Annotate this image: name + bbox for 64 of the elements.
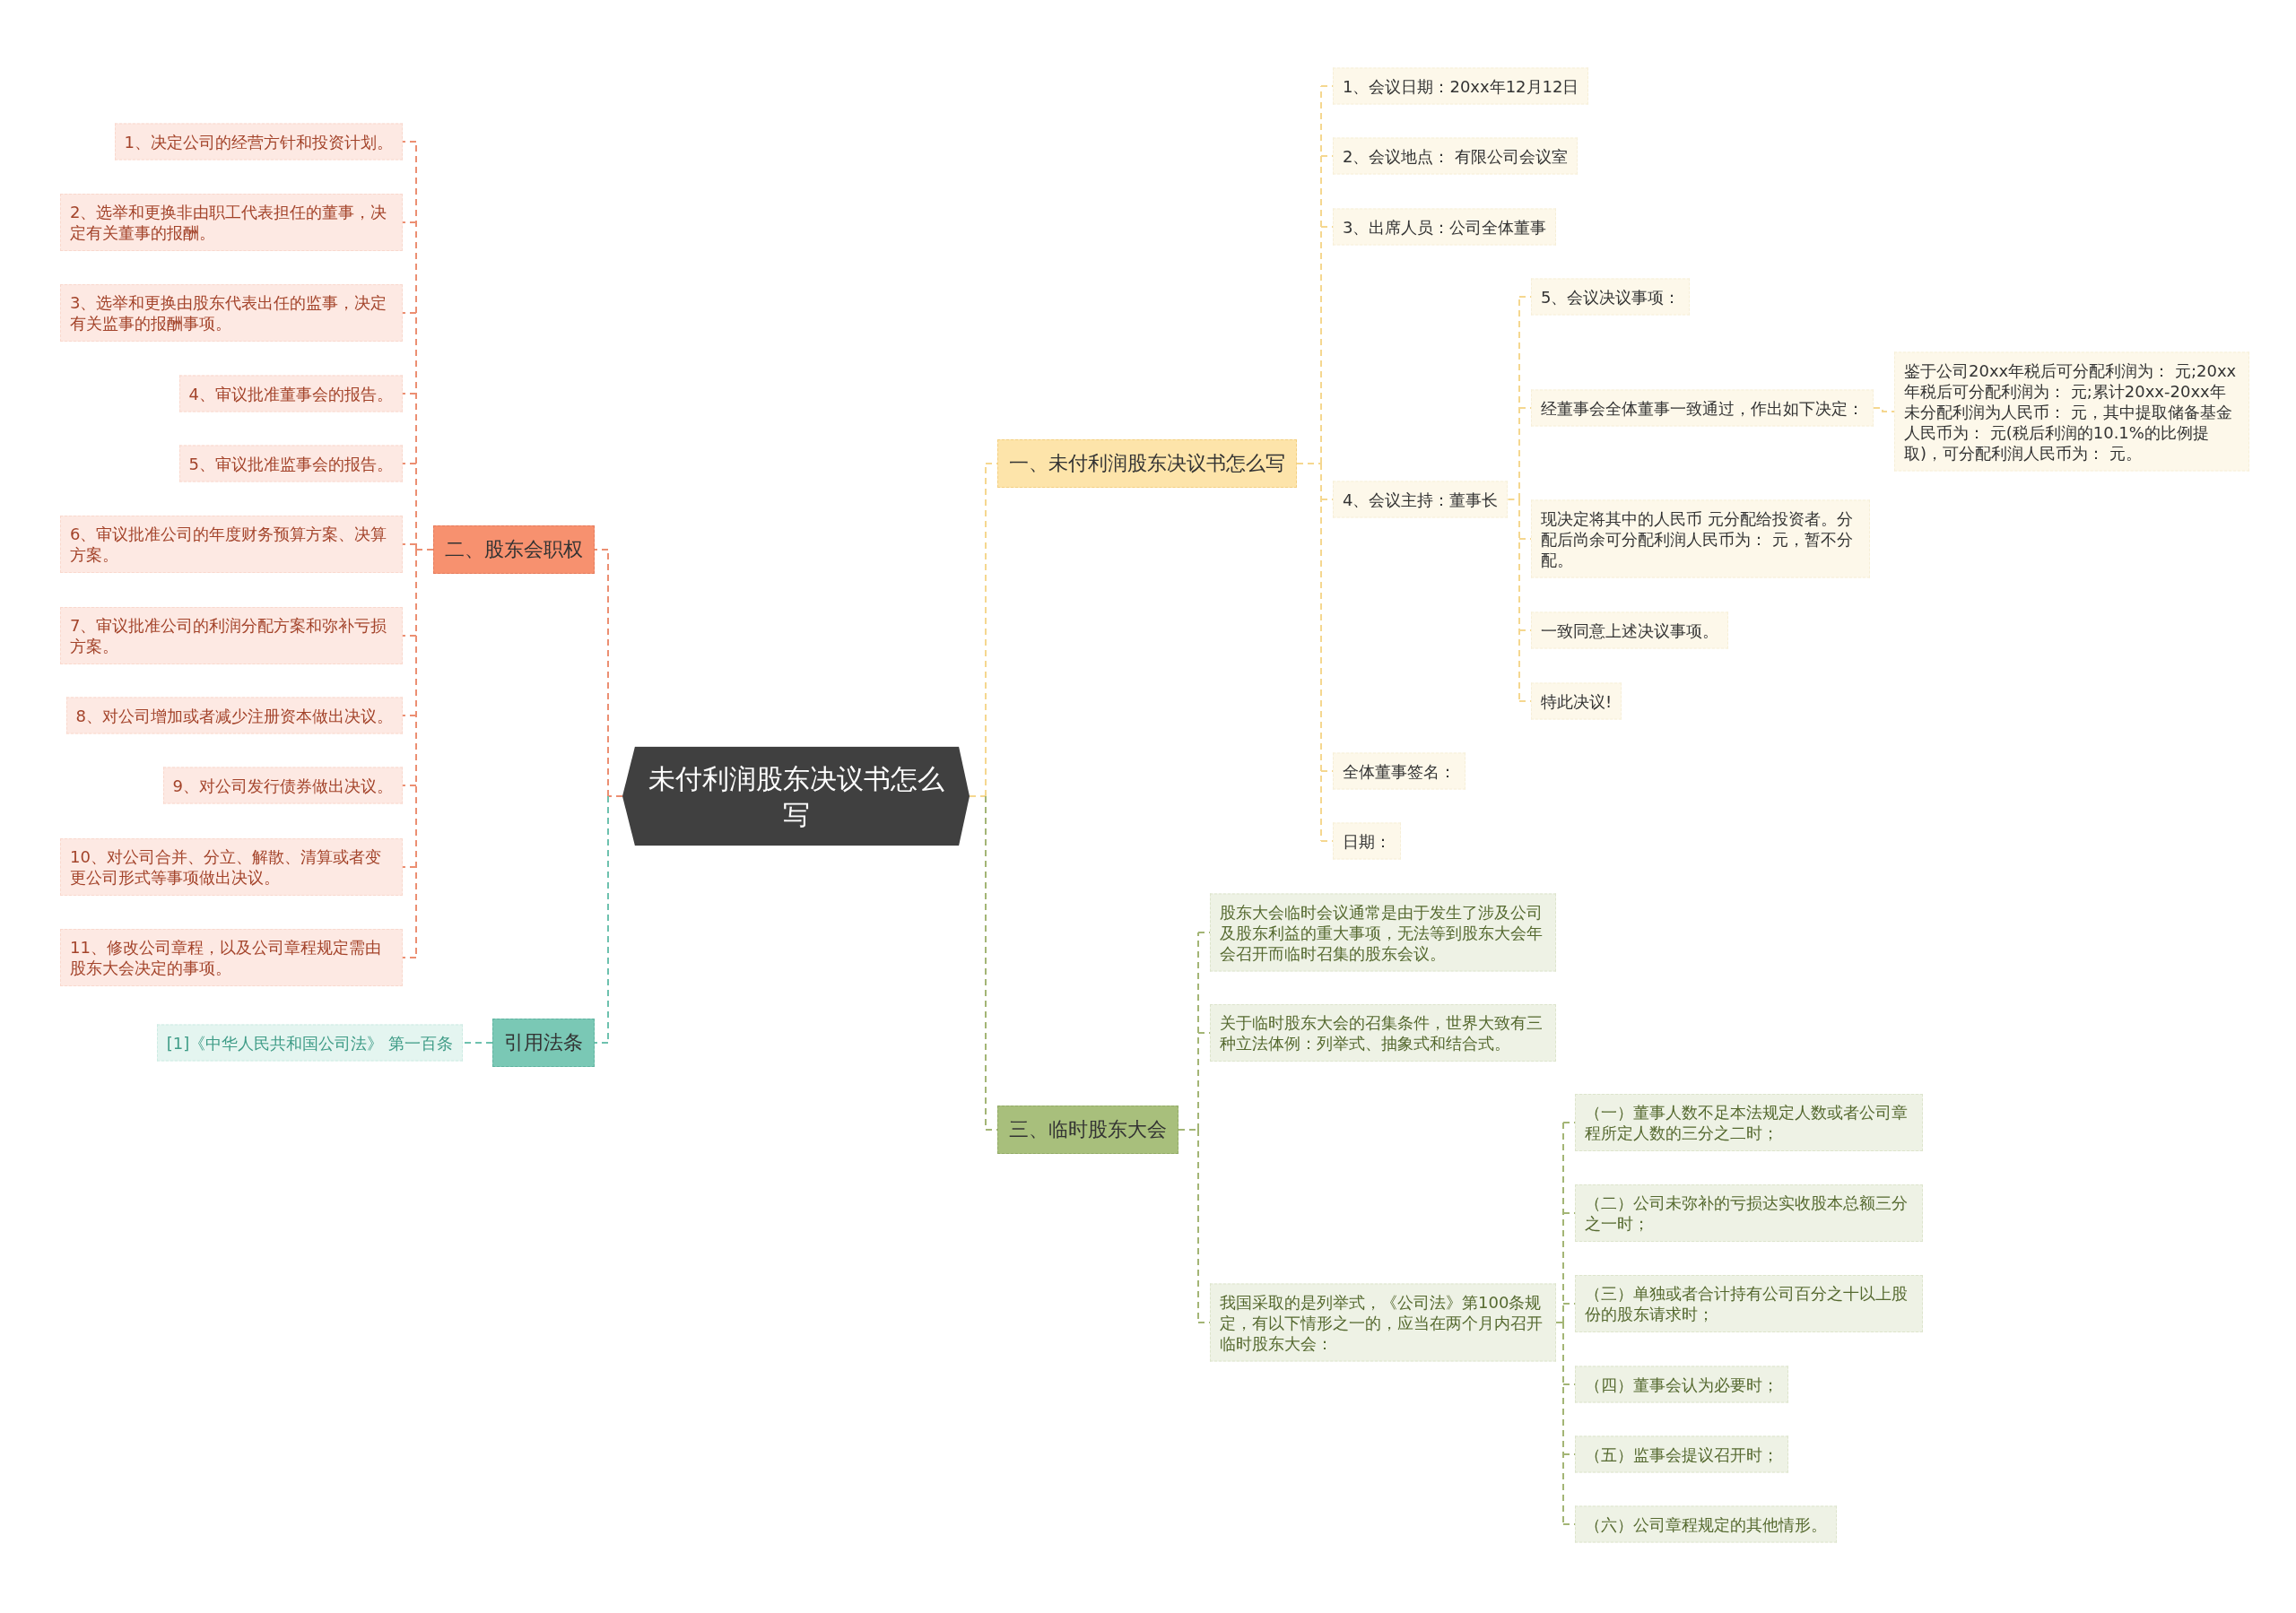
central-topic: 未付利润股东决议书怎么写 [622, 746, 970, 846]
subtopic-note: 现决定将其中的人民币 元分配给投资者。分配后尚余可分配利润人民币为： 元，暂不分配。 [1531, 499, 1870, 578]
connector-line [402, 635, 417, 637]
connector-line [462, 1042, 493, 1044]
connector-line [402, 221, 417, 223]
connector-line [1197, 932, 1199, 1131]
subtopic-note: 9、对公司发行债券做出决议。 [162, 767, 403, 804]
connector-line [1873, 407, 1895, 412]
connector-line [402, 866, 417, 868]
connector-line [402, 141, 417, 143]
connector-line [1320, 85, 1322, 464]
subtopic-note: 我国采取的是列举式，《公司法》第100条规定，有以下情形之一的，应当在两个月内召开临时股东大会： [1210, 1283, 1556, 1362]
subtopic-note: 11、修改公司章程，以及公司章程规定需由股东大会决定的事项。 [60, 929, 403, 986]
subtopic-note: 经董事会全体董事一致通过，作出如下决定： [1531, 389, 1874, 427]
subtopic-note: 10、对公司合并、分立、解散、清算或者变更公司形式等事项做出决议。 [60, 838, 403, 896]
connector-line [402, 785, 417, 786]
branch-topic: 一、未付利润股东决议书怎么写 [997, 439, 1297, 488]
subtopic-note: 1、决定公司的经营方针和投资计划。 [114, 123, 403, 160]
subtopic-note: （四）董事会认为必要时； [1575, 1366, 1788, 1403]
subtopic-note: 3、出席人员：公司全体董事 [1333, 208, 1557, 246]
citation-note: [1]《中华人民共和国公司法》 第一百条 [156, 1024, 463, 1062]
connector-line [969, 795, 987, 797]
connector-line [1555, 1322, 1564, 1323]
subtopic-note: 4、审议批准董事会的报告。 [178, 375, 403, 412]
connector-line [415, 549, 434, 551]
subtopic-note: 关于临时股东大会的召集条件，世界大致有三种立法体例：列举式、抽象式和结合式。 [1210, 1004, 1556, 1062]
subtopic-note: （二）公司未弥补的亏损达实收股本总额三分之一时； [1575, 1184, 1923, 1242]
subtopic-note: 5、审议批准监事会的报告。 [178, 445, 403, 482]
subtopic-note: 1、会议日期：20xx年12月12日 [1333, 67, 1589, 105]
subtopic-note: 全体董事签名： [1333, 752, 1465, 790]
subtopic-note: 特此决议! [1531, 682, 1622, 720]
subtopic-note: 8、对公司增加或者减少注册资本做出决议。 [65, 697, 403, 734]
subtopic-note: 6、审议批准公司的年度财务预算方案、决算方案。 [60, 516, 403, 573]
subtopic-note: 2、选举和更换非由职工代表担任的董事，决定有关董事的报酬。 [60, 194, 403, 251]
connector-line [402, 543, 417, 545]
branch-topic: 三、临时股东大会 [997, 1106, 1178, 1154]
connector-line [594, 549, 609, 551]
subtopic-note: （六）公司章程规定的其他情形。 [1575, 1505, 1837, 1543]
subtopic-note: 鉴于公司20xx年税后可分配利润为： 元;20xx年税后可分配利润为： 元;累计20xx-20xx年未分配利润为人民币： 元，其中提取储备基金人民币为： 元(税后利润的10.1%的比例提取)，可分配利润人民币为： 元。 [1894, 351, 2249, 472]
connector-line [1518, 499, 1520, 702]
subtopic-note: 5、会议决议事项： [1531, 278, 1691, 316]
subtopic-note: （三）单独或者合计持有公司百分之十以上股份的股东请求时； [1575, 1275, 1923, 1332]
connector-line [607, 795, 623, 797]
connector-line [402, 715, 417, 716]
connector-line [1562, 1122, 1564, 1323]
connector-line [594, 1042, 609, 1044]
subtopic-note: 一致同意上述决议事项。 [1531, 611, 1728, 649]
subtopic-note: 股东大会临时会议通常是由于发生了涉及公司及股东利益的重大事项，无法等到股东大会年会召开而临时召集的股东会议。 [1210, 893, 1556, 972]
connector-line [402, 957, 417, 958]
connector-line [402, 463, 417, 464]
subtopic-note: 7、审议批准公司的利润分配方案和弥补亏损方案。 [60, 607, 403, 664]
subtopic-note: 2、会议地点： 有限公司会议室 [1333, 137, 1578, 175]
connector-line [402, 312, 417, 314]
subtopic-note: 日期： [1333, 822, 1401, 860]
subtopic-note: 4、会议主持：董事长 [1333, 481, 1509, 518]
connector-line [1320, 463, 1322, 842]
subtopic-note: 3、选举和更换由股东代表出任的监事，决定有关监事的报酬事项。 [60, 284, 403, 342]
subtopic-note: （一）董事人数不足本法规定人数或者公司章程所定人数的三分之二时； [1575, 1094, 1923, 1151]
connector-line [1562, 1322, 1564, 1525]
subtopic-note: （五）监事会提议召开时； [1575, 1435, 1788, 1473]
branch-topic: 引用法条 [492, 1019, 595, 1067]
connector-line [1296, 463, 1322, 464]
branch-topic: 二、股东会职权 [433, 525, 595, 574]
connector-line [402, 393, 417, 395]
